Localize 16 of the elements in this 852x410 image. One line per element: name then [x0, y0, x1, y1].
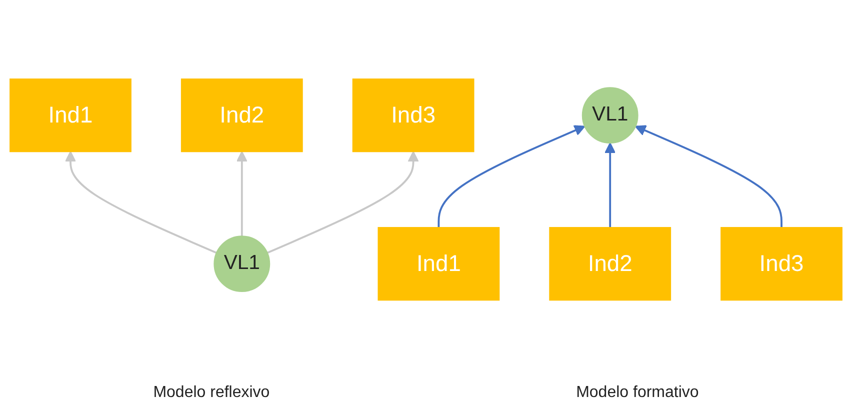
node-circle: VL1 — [214, 236, 270, 292]
node-box: Ind2 — [549, 227, 672, 302]
arrow — [266, 151, 419, 254]
node-box: Ind3 — [720, 227, 842, 302]
model-caption: Modelo formativo — [576, 384, 699, 402]
arrow — [438, 126, 586, 228]
node-circle: VL1 — [582, 88, 638, 144]
node-box: Ind3 — [352, 78, 474, 153]
arrow — [236, 151, 248, 237]
node-box: Ind2 — [180, 78, 303, 153]
arrow — [64, 151, 217, 254]
arrow — [604, 142, 616, 228]
arrow — [634, 126, 782, 228]
node-box: Ind1 — [10, 78, 132, 153]
model-caption: Modelo reflexivo — [153, 384, 270, 402]
node-box: Ind1 — [378, 227, 500, 302]
